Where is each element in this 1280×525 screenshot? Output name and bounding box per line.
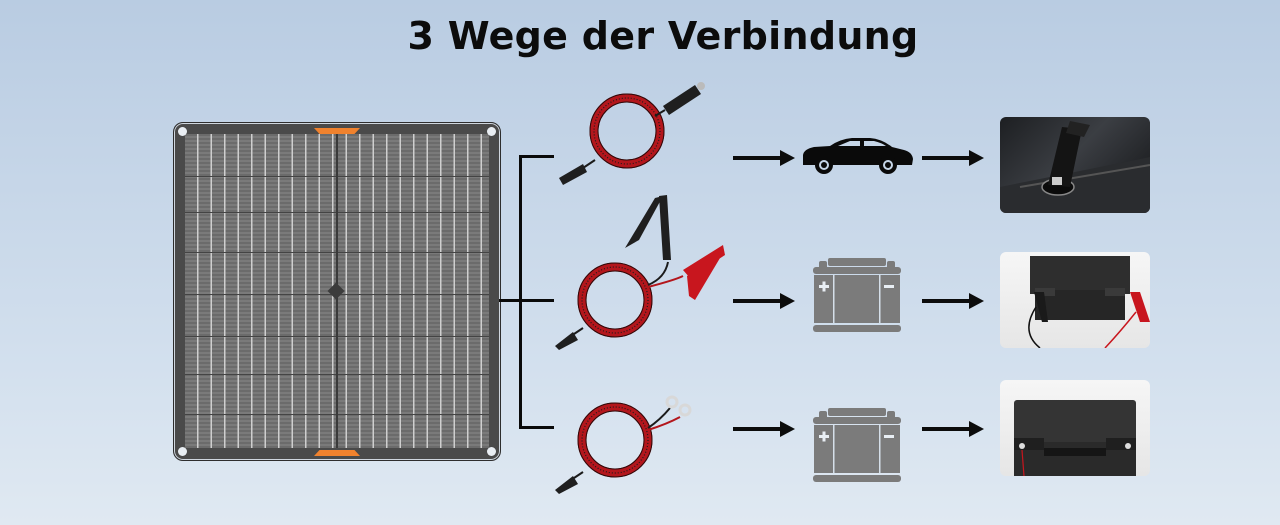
arrow-right-icon bbox=[922, 293, 984, 309]
car-icon bbox=[803, 138, 913, 174]
connection-bracket bbox=[0, 0, 554, 429]
brand-label-top bbox=[314, 128, 360, 134]
mounting-hole bbox=[487, 127, 496, 136]
car-socket-photo bbox=[1000, 117, 1150, 213]
solar-panel bbox=[173, 122, 501, 461]
battery-ring-terminal-photo bbox=[1000, 380, 1150, 476]
arrow-right-icon bbox=[733, 150, 795, 166]
page-title: 3 Wege der Verbindung bbox=[407, 14, 919, 58]
arrow-right-icon bbox=[922, 421, 984, 437]
battery-icon bbox=[813, 408, 901, 482]
alligator-clip-cable bbox=[555, 195, 725, 350]
mounting-hole bbox=[487, 447, 496, 456]
arrow-right-icon bbox=[922, 150, 984, 166]
cigarette-lighter-plug-cable bbox=[559, 82, 705, 185]
arrow-right-icon bbox=[733, 421, 795, 437]
arrow-right-icon bbox=[733, 293, 795, 309]
mounting-hole bbox=[178, 127, 187, 136]
battery-icon bbox=[813, 258, 901, 332]
battery-clips-photo bbox=[1000, 252, 1150, 348]
brand-label-bottom bbox=[314, 450, 360, 456]
mounting-hole bbox=[178, 447, 187, 456]
ring-terminal-cable bbox=[555, 395, 692, 494]
